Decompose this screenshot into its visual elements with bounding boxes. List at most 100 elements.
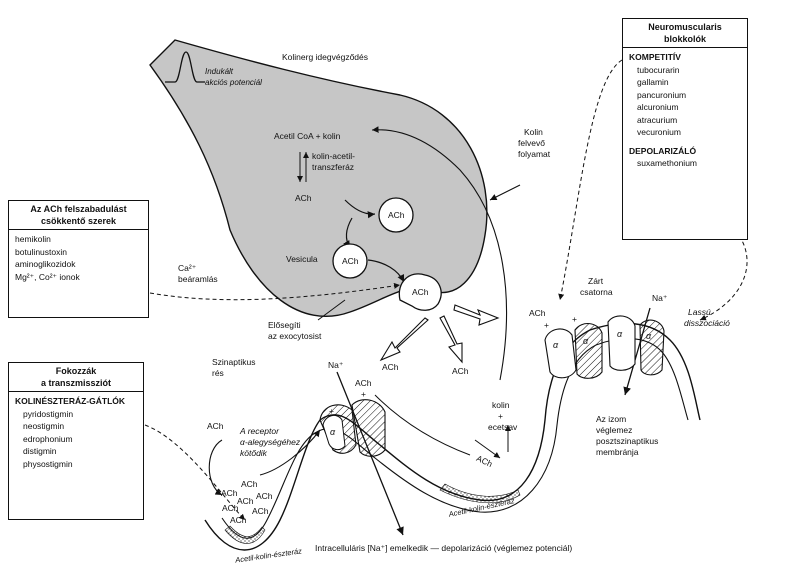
ach-cluster: ACh: [222, 503, 239, 513]
vesicle-upper: [378, 197, 414, 233]
enhance-item: distigmin: [23, 446, 57, 456]
uptake-label-2: felvevő: [518, 138, 545, 148]
competitive-item: pancuronium: [637, 89, 687, 100]
receptor-left: [319, 399, 386, 457]
action-potential-icon: [165, 51, 205, 83]
alpha-left: α: [330, 427, 336, 437]
enhance-item: neostigmin: [23, 421, 65, 431]
enhance-section-heading: KOLINÉSZTERÁZ-GÁTLÓK: [15, 396, 126, 406]
release-arrows: [379, 304, 500, 364]
synthesis-label: Acetil CoA + kolin: [274, 131, 341, 141]
ach-cluster: ACh: [256, 491, 273, 501]
plus-right-1: +: [544, 320, 549, 330]
ach-right: ACh: [529, 308, 546, 318]
ach-left-top: ACh: [355, 378, 372, 388]
plus-right-2: +: [572, 314, 577, 324]
hydrolysis-3: ecetsav: [488, 422, 518, 432]
vesicle-lower: [332, 243, 368, 279]
transmission-enhancers-box: Fokozzák a transzmissziót KOLINÉSZTERÁZ-…: [8, 362, 144, 520]
postsynaptic-membrane-inner: [221, 337, 689, 539]
alpha-right-3: α: [617, 329, 623, 339]
membrane-label-3: posztszinaptikus: [596, 436, 659, 446]
release-item: botulinustoxin: [15, 246, 67, 257]
na-left-label: Na⁺: [328, 360, 344, 370]
ach-cluster: ACh: [237, 496, 254, 506]
ach-cluster: ACh: [241, 479, 258, 489]
release-box-list: hemikolin botulinustoxin aminoglikozidok…: [9, 230, 148, 286]
release-item: Mg²⁺, Co²⁺ ionok: [15, 271, 80, 282]
exocytosis-label-1: Elősegíti: [268, 320, 301, 330]
competitive-item: vecuronium: [637, 127, 681, 137]
cleft-ach-a: ACh: [382, 362, 399, 372]
depolarizing-heading: DEPOLARIZÁLÓ: [629, 145, 697, 156]
action-potential-label-1: Indukált: [205, 67, 234, 76]
enzyme-label-2: transzferáz: [312, 162, 355, 172]
alpha-right-1: α: [553, 340, 559, 350]
na-right-label: Na⁺: [652, 293, 668, 303]
alpha-right-2: α: [583, 336, 589, 346]
ca-influx-label-1: Ca²⁺: [178, 263, 197, 273]
receptor-note-3: kötődik: [240, 448, 267, 458]
ca-influx-label-2: beáramlás: [178, 274, 218, 284]
ach-hydrolysis-arrow: [474, 439, 501, 459]
hydrolysis-1: kolin: [492, 400, 510, 410]
competitive-item: tubocurarin: [637, 64, 680, 75]
esterase-band-left: [224, 525, 266, 544]
competitive-block-line: [558, 59, 623, 301]
enhance-item: physostigmin: [23, 458, 73, 469]
esterase-inhibitor-line: [144, 424, 246, 521]
ach-diffusion-line: [374, 394, 471, 456]
ach-binding-arrow: [208, 439, 223, 496]
competitive-item: gallamin: [637, 77, 669, 87]
closed-channel-2: csatorna: [580, 287, 613, 297]
esterase-band-right: [439, 483, 521, 504]
terminal-title: Kolinerg idegvégződés: [282, 52, 369, 62]
ach-to-vesicle-arrow: [344, 199, 376, 219]
ach-cluster: ACh: [230, 515, 247, 525]
choline-reuptake-arrow: [371, 126, 507, 381]
receptor-note-2: α-alegységéhez: [240, 437, 301, 447]
nm-blockers-box: Neuromuscularis blokkolók KOMPETITÍV tub…: [622, 18, 748, 240]
membrane-label-2: véglemez: [596, 425, 633, 435]
vesicle-fuse-arrow: [367, 259, 405, 283]
ach-dissociation-arrow: [259, 429, 321, 476]
depolarizing-item: suxamethonium: [637, 158, 698, 168]
alpha-right-4: α: [646, 331, 652, 341]
competitive-heading: KOMPETITÍV: [629, 52, 681, 62]
enhance-item: pyridostigmin: [23, 408, 74, 419]
exocytosis-label-2: az exocytosist: [268, 331, 322, 341]
ach-label: ACh: [295, 193, 312, 203]
vesicle-upper-ach: ACh: [388, 210, 405, 220]
release-box-title: Az ACh felszabadulást csökkentő szerek: [9, 201, 148, 230]
membrane-label-4: membránja: [596, 447, 639, 457]
release-inhibitors-box: Az ACh felszabadulást csökkentő szerek h…: [8, 200, 149, 318]
plus-left-1: +: [361, 389, 366, 399]
nm-box-title: Neuromuscularis blokkolók: [623, 19, 747, 48]
enzyme-label-1: kolin-acetil-: [312, 151, 355, 161]
cleft-label-1: Szinaptikus: [212, 357, 256, 367]
ach-cluster: ACh: [252, 506, 269, 516]
ca-influx-arrow: [149, 282, 401, 301]
slow-dissociation-1: Lassú: [688, 307, 711, 317]
release-item: aminoglikozidok: [15, 259, 76, 269]
action-potential-label-2: akciós potenciál: [205, 78, 262, 87]
intracellular-label: Intracelluláris [Na⁺] emelkedik — depola…: [315, 543, 573, 553]
exocytosis-pointer: [317, 299, 346, 321]
hydrolysis-2: +: [498, 411, 503, 421]
closed-channel-1: Zárt: [588, 276, 604, 286]
vesicle-label: Vesicula: [286, 254, 318, 264]
nm-box-list: KOMPETITÍV tubocurarin gallamin pancuron…: [623, 48, 747, 173]
release-item: hemikolin: [15, 234, 51, 244]
enhance-box-list: KOLINÉSZTERÁZ-GÁTLÓK pyridostigmin neost…: [9, 392, 143, 473]
receptor-note-1: A receptor: [240, 426, 279, 436]
enhance-item: edrophonium: [23, 433, 73, 444]
competitive-item: atracurium: [637, 114, 678, 125]
enhance-box-title: Fokozzák a transzmissziót: [9, 363, 143, 392]
membrane-label-1: Az izom: [596, 414, 627, 424]
ach-left: ACh: [207, 421, 224, 431]
vesicle-lower-ach: ACh: [342, 256, 359, 266]
cleft-label-2: rés: [212, 368, 224, 378]
uptake-label-arrow: [489, 184, 521, 201]
